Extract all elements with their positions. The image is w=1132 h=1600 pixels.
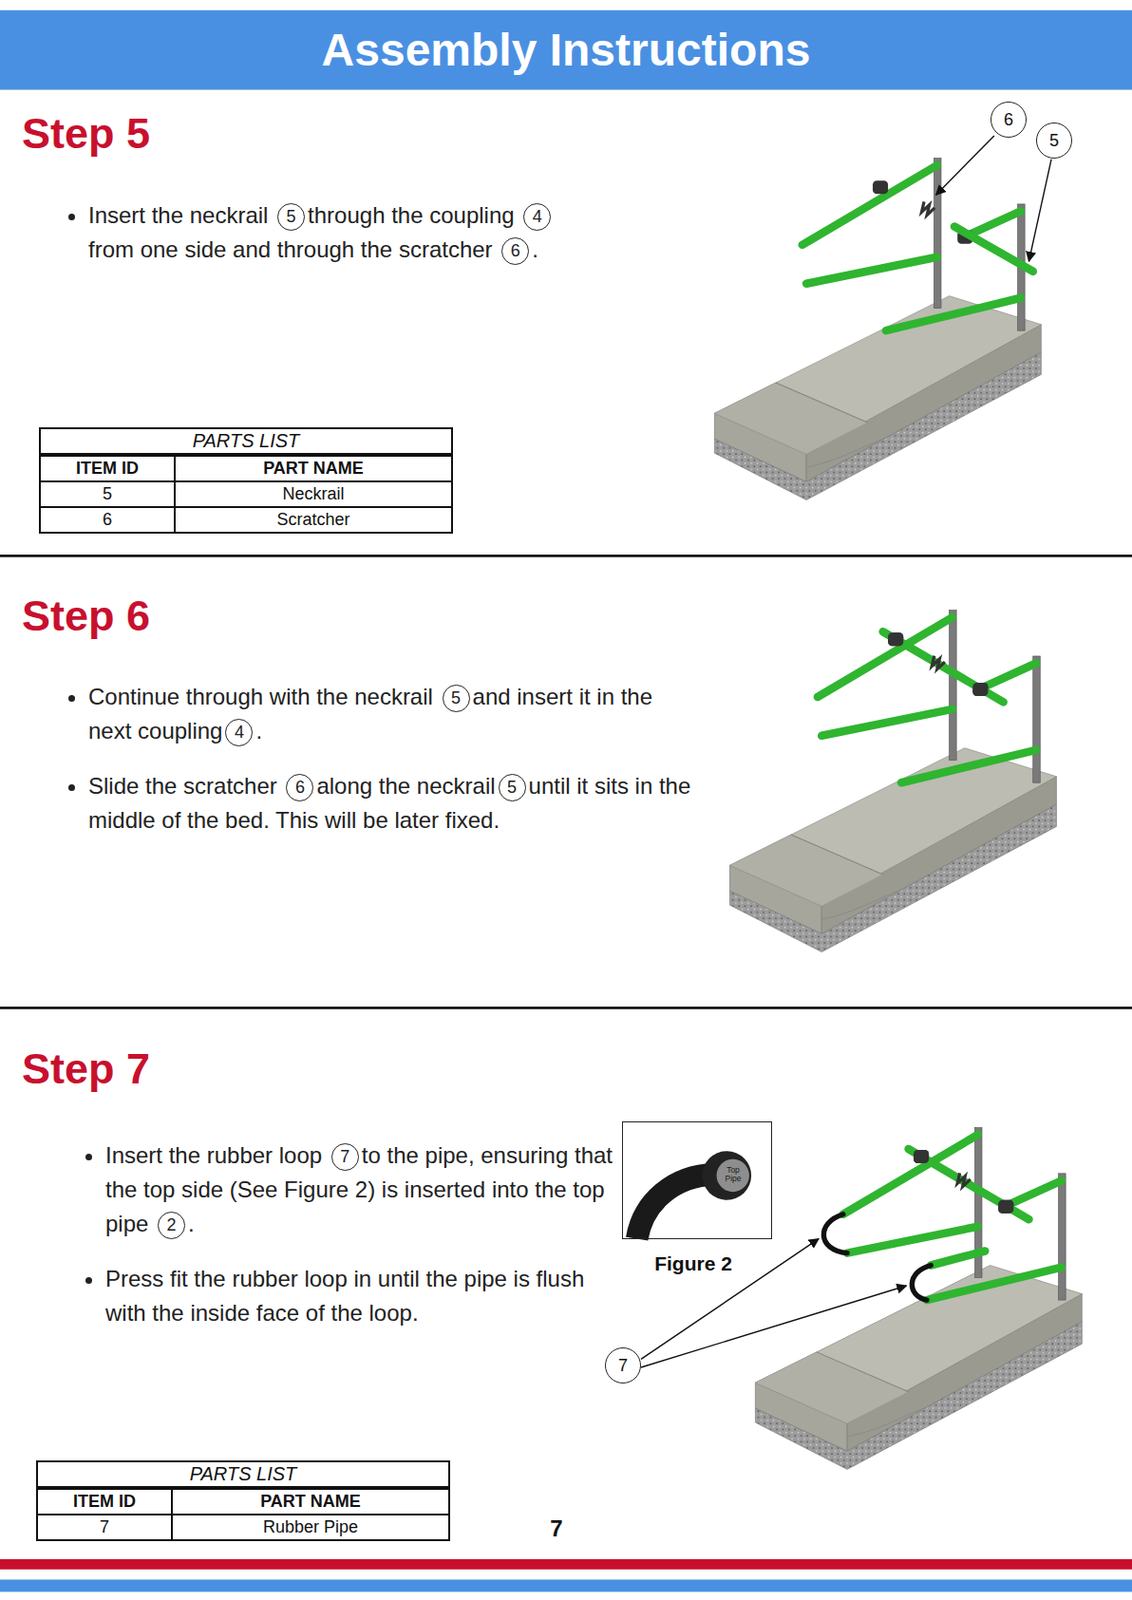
- instruction-text: Press fit the rubber loop in until the p…: [105, 1265, 585, 1326]
- instruction-text: Insert the neckrail: [88, 202, 268, 228]
- instruction-item: Slide the scratcher 6along the neckrail5…: [88, 769, 697, 838]
- instruction-text: from one side and through the scratcher: [88, 236, 493, 263]
- footer-stripe: [0, 1559, 1132, 1570]
- instruction-item: Continue through with the neckrail 5and …: [88, 679, 697, 749]
- table-header: PART NAME: [174, 454, 453, 482]
- callout-text: 6: [1003, 110, 1014, 131]
- figure-frame: [622, 1121, 773, 1240]
- leader-line: [641, 1285, 906, 1368]
- part-number: 6: [285, 773, 314, 802]
- callout-text: 5: [1049, 131, 1059, 151]
- instruction-text: Continue through with the neckrail: [88, 683, 434, 710]
- divider: [0, 554, 1132, 558]
- page-title: Assembly Instructions: [0, 10, 1132, 91]
- table-header: PART NAME: [171, 1488, 450, 1515]
- part-number: 2: [157, 1211, 186, 1240]
- table-title: PARTS LIST: [39, 428, 453, 455]
- part-number: 4: [523, 203, 551, 231]
- step-heading: Step 6: [21, 594, 151, 638]
- table-cell: 6: [39, 507, 175, 533]
- instruction-text: .: [531, 236, 539, 263]
- step5-figure: [714, 135, 1052, 501]
- part-number: 5: [442, 684, 471, 713]
- table-cell: 5: [39, 481, 175, 508]
- instruction-list: Continue through with the neckrail 5and …: [88, 679, 697, 859]
- step-heading: Step 5: [21, 112, 151, 155]
- figure-text: Top Pipe: [717, 1166, 749, 1184]
- callout-number: 7: [604, 1347, 642, 1384]
- rubber-loop-figure: [637, 1150, 752, 1239]
- instruction-text: through the coupling: [307, 202, 515, 228]
- table-cell: Neckrail: [174, 481, 453, 508]
- instruction-text: along the neckrail: [316, 773, 495, 799]
- figure-caption: Figure 2: [617, 1252, 770, 1276]
- instruction-item: Insert the neckrail 5through the couplin…: [88, 198, 659, 267]
- part-number: 5: [498, 773, 527, 802]
- callout-text: 7: [618, 1356, 628, 1377]
- page-number: 7: [537, 1515, 576, 1543]
- parts-list-table: PARTS LIST ITEM IDPART NAME 5Neckrail 6S…: [38, 427, 453, 534]
- part-number: 7: [331, 1143, 359, 1171]
- instruction-item: Press fit the rubber loop in until the p…: [105, 1262, 614, 1331]
- instruction-text: Insert the rubber loop: [105, 1142, 322, 1169]
- callout-number: 5: [1036, 122, 1073, 159]
- step6-figure: [730, 610, 1057, 953]
- table-cell: Scratcher: [174, 507, 453, 533]
- divider: [0, 1006, 1132, 1010]
- table-title: PARTS LIST: [37, 1461, 450, 1489]
- header-band: [0, 10, 1132, 91]
- part-number: 4: [225, 718, 253, 747]
- step-heading: Step 7: [21, 1047, 151, 1091]
- instruction-list: Insert the rubber loop 7to the pipe, ens…: [105, 1138, 614, 1352]
- footer-stripe: [0, 1580, 1132, 1593]
- parts-list-table: PARTS LIST ITEM IDPART NAME 7Rubber Pipe: [36, 1460, 451, 1542]
- step7-figure: [754, 1127, 1082, 1470]
- instruction-item: Insert the rubber loop 7to the pipe, ens…: [105, 1138, 614, 1242]
- table-header: ITEM ID: [37, 1488, 172, 1515]
- instruction-text: .: [188, 1210, 195, 1237]
- table-header: ITEM ID: [39, 454, 175, 482]
- instruction-list: Insert the neckrail 5through the couplin…: [88, 198, 659, 288]
- instruction-text: .: [255, 717, 263, 744]
- table-cell: Rubber Pipe: [171, 1514, 450, 1541]
- part-number: 5: [277, 203, 305, 231]
- callout-number: 6: [990, 101, 1027, 138]
- part-number: 6: [501, 237, 529, 265]
- table-cell: 7: [37, 1514, 172, 1541]
- instruction-text: Slide the scratcher: [88, 773, 278, 799]
